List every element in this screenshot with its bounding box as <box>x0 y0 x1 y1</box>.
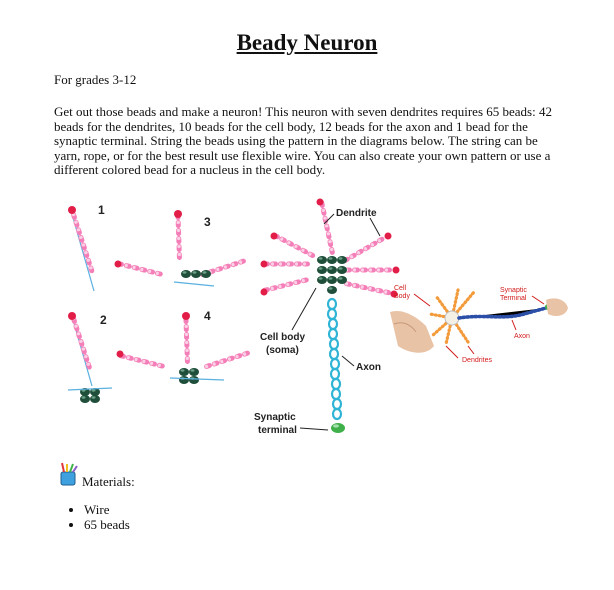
page-title: Beady Neuron <box>236 30 378 55</box>
label-synaptic: Synaptic <box>254 412 296 423</box>
materials-label: Materials: <box>82 474 135 489</box>
step-number-1: 1 <box>98 203 105 217</box>
step-number-4: 4 <box>204 309 211 323</box>
label-dendrite: Dendrite <box>336 208 377 219</box>
beading-steps-illustration: 1 2 <box>67 198 568 436</box>
label-axon: Axon <box>356 362 381 373</box>
step-4-illustration <box>116 312 251 384</box>
step-number-2: 2 <box>100 313 107 327</box>
label-cell-body: Cell body <box>260 332 305 343</box>
photo-label-synaptic: Synaptic <box>500 287 527 294</box>
step-1-illustration <box>68 206 95 292</box>
beading-diagram: 1 2 <box>54 196 574 446</box>
art-supplies-icon <box>58 462 80 486</box>
step-2-illustration <box>67 312 113 403</box>
photo-label-axon: Axon <box>514 333 530 340</box>
finished-neuron-photo <box>390 288 568 353</box>
photo-label-cell: Cell <box>394 285 407 292</box>
list-item: 65 beads <box>84 517 130 532</box>
list-item: Wire <box>84 502 130 517</box>
completed-neuron-illustration <box>260 198 400 433</box>
label-terminal: terminal <box>258 425 297 436</box>
step-3-illustration <box>114 210 247 287</box>
grade-range: For grades 3-12 <box>54 72 137 87</box>
photo-label-body: Body <box>394 293 410 300</box>
step-number-3: 3 <box>204 215 211 229</box>
intro-paragraph: Get out those beads and make a neuron! T… <box>54 104 552 177</box>
photo-label-terminal: Terminal <box>500 295 527 302</box>
photo-label-dendrites: Dendrites <box>462 357 492 364</box>
label-soma: (soma) <box>266 345 299 356</box>
materials-list: Wire 65 beads <box>58 502 130 532</box>
